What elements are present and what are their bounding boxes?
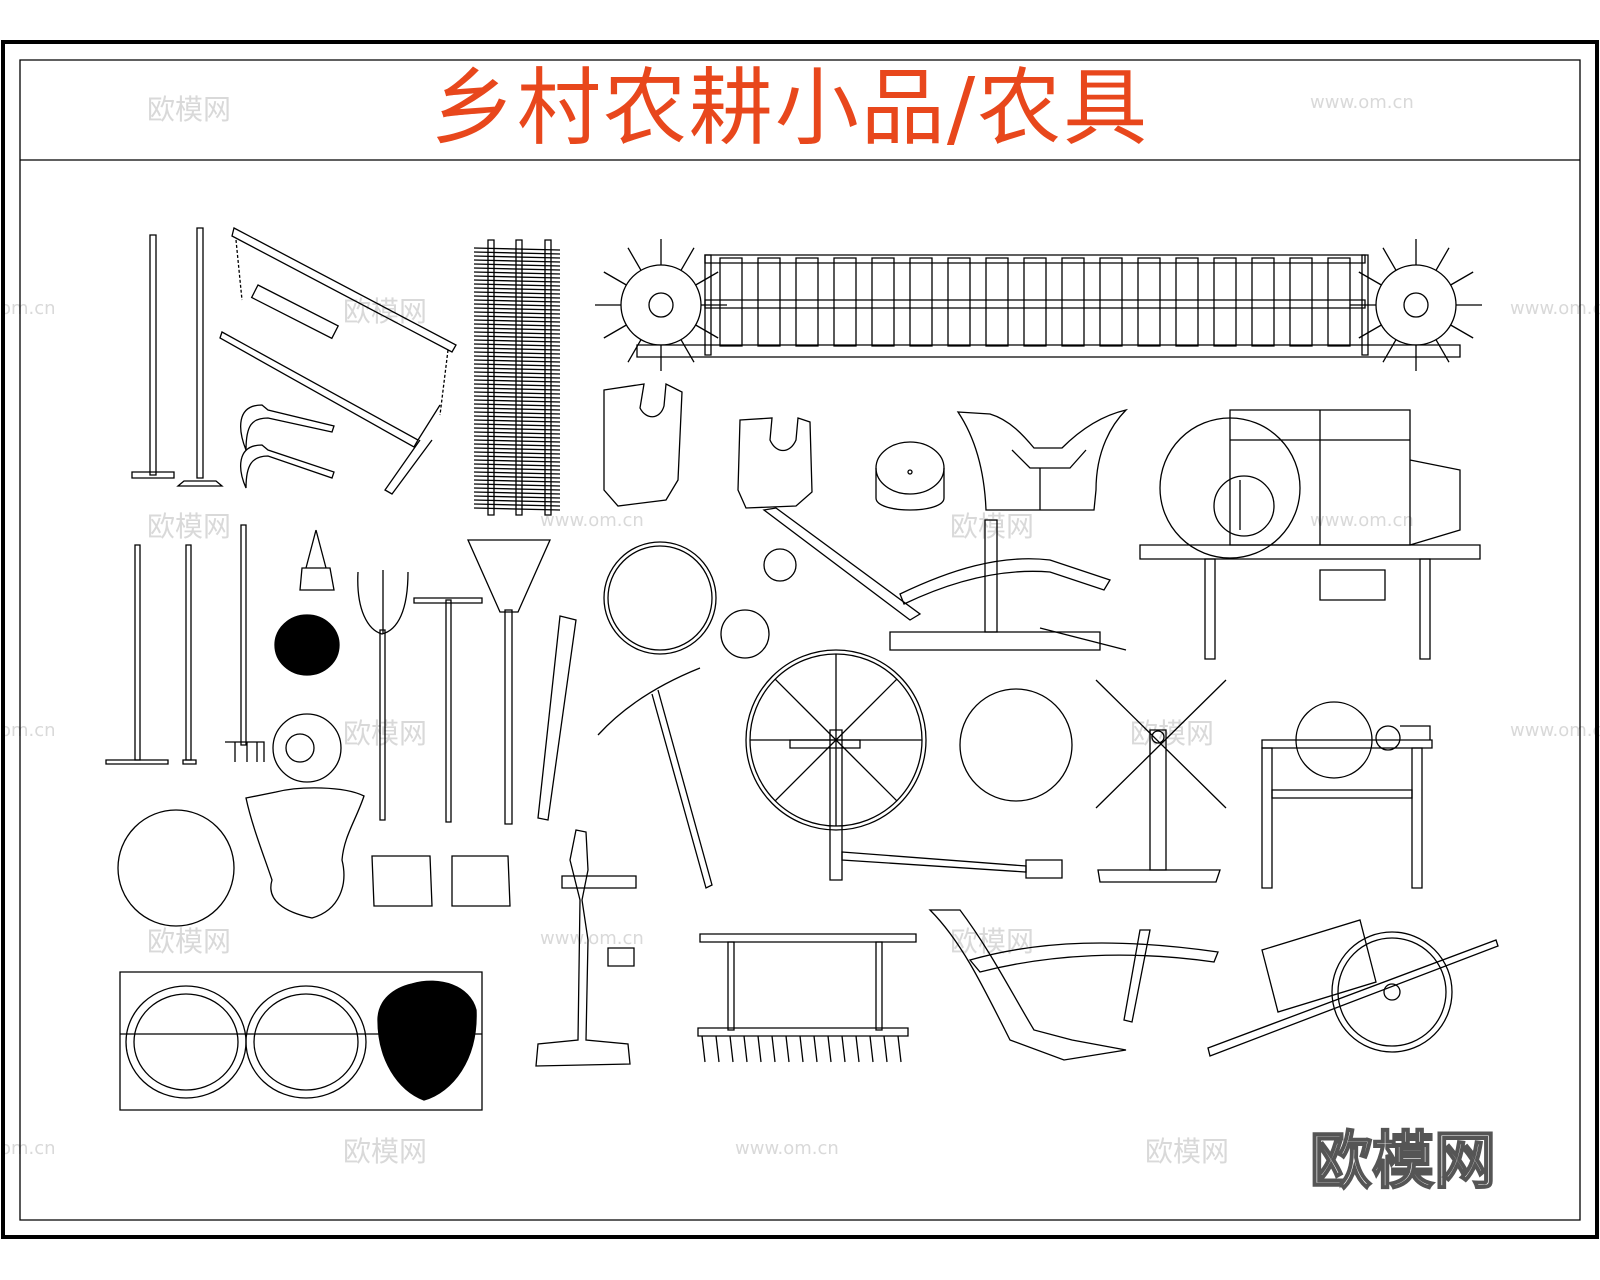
bamboo-mat-icon	[474, 240, 560, 515]
watermark-url: www.om.cn	[540, 928, 644, 949]
hoe-long-handle-icon	[132, 228, 222, 486]
inner-frame	[20, 60, 1580, 1220]
watermark-brand: 欧模网	[147, 93, 232, 126]
pail-icon	[536, 830, 636, 1066]
plow-icon	[930, 910, 1218, 1060]
pitchfork-icon	[358, 540, 550, 824]
winnowing-machine-icon	[1140, 410, 1480, 659]
millstone-icon	[876, 442, 944, 510]
outer-frame	[3, 42, 1597, 1237]
watermark-url: www.om.cn	[540, 510, 644, 531]
watermark-url: www.om.cn	[1310, 92, 1414, 113]
watermark-brand: 欧模网	[1145, 1135, 1230, 1168]
watermark-url: www.om.cn	[1510, 298, 1600, 319]
watermark-url: om.cn	[0, 298, 56, 319]
pail-icon	[118, 530, 510, 926]
sickle-icon	[538, 616, 712, 888]
carrying-pole-icon	[220, 228, 456, 494]
watermark-url: om.cn	[0, 720, 56, 741]
spinning-wheel-icon	[746, 650, 1062, 880]
stone-mortar-icon	[604, 384, 812, 508]
basket-tray-icon	[120, 972, 482, 1110]
watermark-url: www.om.cn	[735, 1138, 839, 1159]
sickle-icon	[241, 405, 334, 488]
watermark-brand: 欧模网	[343, 1135, 428, 1168]
watermark-url: om.cn	[0, 1138, 56, 1159]
watermark-brand: 欧模网	[950, 925, 1035, 958]
windmill-icon	[1096, 680, 1226, 882]
plow-icon	[764, 508, 1126, 650]
sheet-title: 乡村农耕小品/农具	[430, 59, 1150, 157]
harrow-icon	[698, 934, 916, 1062]
watermark-brand-large: 欧模网	[1309, 1123, 1497, 1198]
rake-icon	[106, 525, 264, 764]
watermark-url: www.om.cn	[1510, 720, 1600, 741]
hand-cart-icon	[1208, 920, 1498, 1056]
grinder-icon	[1262, 702, 1432, 888]
saddle-yoke-icon	[958, 410, 1126, 510]
watermark-brand: 欧模网	[950, 510, 1035, 543]
watermark-url: www.om.cn	[1310, 510, 1414, 531]
water-wheel-chain-pump-icon	[595, 239, 1482, 371]
watermark-brand: 欧模网	[147, 510, 232, 543]
basket-tray-icon	[604, 542, 1072, 801]
watermark-brand: 欧模网	[147, 925, 232, 958]
